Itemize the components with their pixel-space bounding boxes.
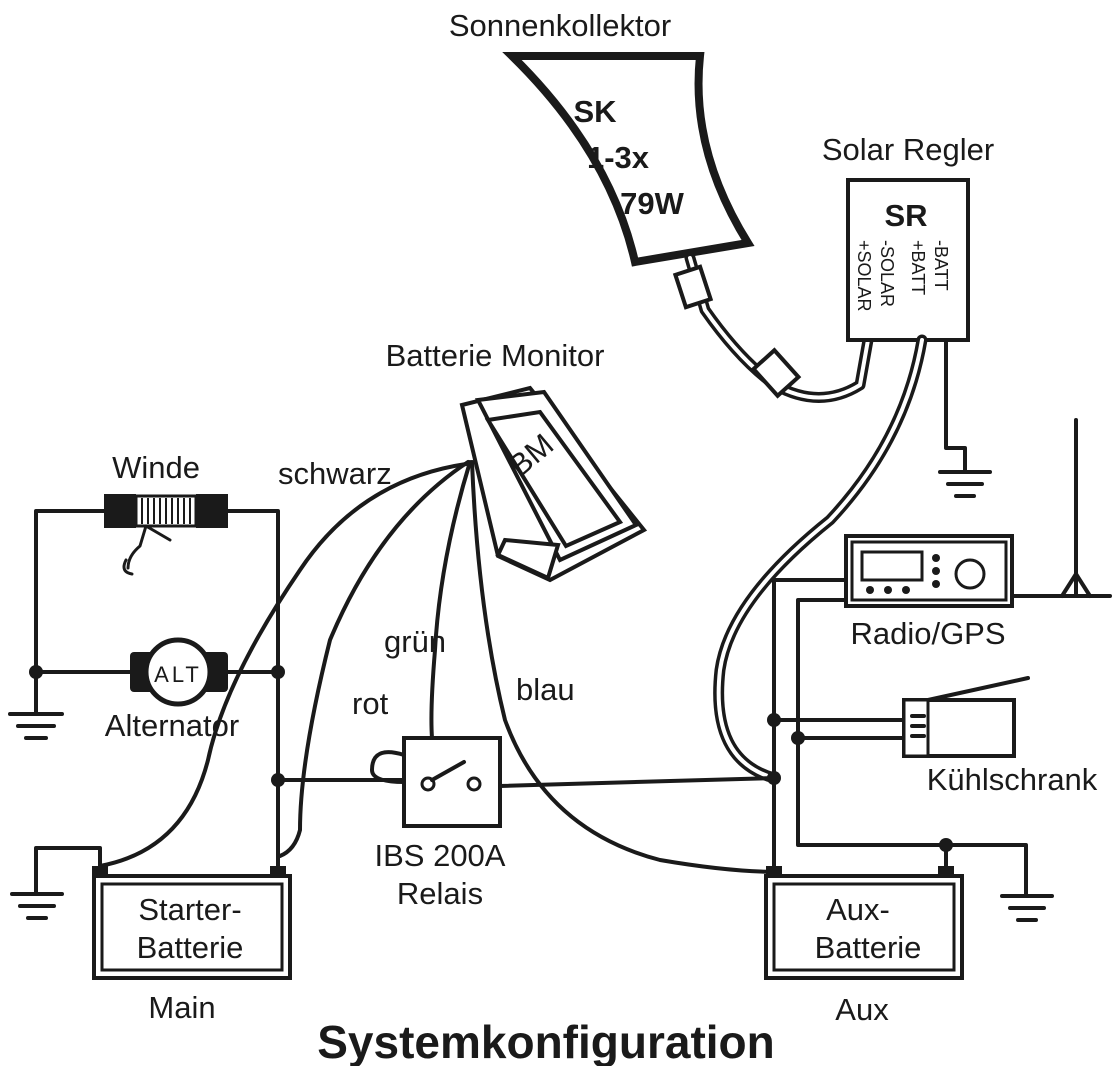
- solar-regulator-code: SR: [884, 198, 927, 233]
- alternator-label: Alternator: [105, 708, 239, 743]
- winch-right-wire: [226, 509, 280, 872]
- ground-symbol-starter: [10, 892, 64, 920]
- monitor-red-wire: [278, 460, 470, 858]
- terminal-minus-batt: -BATT: [931, 240, 951, 291]
- diagram-title: Systemkonfiguration: [317, 1016, 775, 1066]
- wire-label-black: schwarz: [278, 456, 392, 491]
- winch: [104, 494, 228, 576]
- aux-ground-trunk-wire: [796, 598, 1028, 896]
- terminal-plus-batt: +BATT: [908, 240, 928, 295]
- ground-symbol-aux: [1000, 894, 1054, 922]
- alternator: [130, 637, 228, 707]
- radio-gps: [844, 534, 1014, 608]
- aux-battery-line1: Aux-: [826, 892, 890, 927]
- fridge: [902, 676, 1030, 758]
- wire-label-red: rot: [352, 686, 389, 721]
- junction-right-top: [271, 665, 285, 679]
- starter-battery: [92, 866, 292, 980]
- alternator-code: ALT: [154, 662, 202, 687]
- solar-panel-power: 79W: [620, 186, 684, 221]
- solar-regulator-label: Solar Regler: [822, 132, 994, 167]
- relay-label-line1: IBS 200A: [375, 838, 506, 873]
- terminal-minus-solar: -SOLAR: [877, 240, 897, 307]
- junction-main: [271, 773, 285, 787]
- regulator-ground-wire: [944, 338, 967, 472]
- solar-regulator: [846, 178, 970, 342]
- fridge-wire: [772, 718, 906, 740]
- wire-label-blue: blau: [516, 672, 575, 707]
- solar-connector-1: [672, 264, 714, 310]
- terminal-plus-solar: +SOLAR: [854, 240, 874, 312]
- wire-label-green: grün: [384, 624, 446, 659]
- junction-left-top: [29, 665, 43, 679]
- ground-symbol-regulator: [938, 470, 992, 498]
- aux-battery: [764, 866, 964, 980]
- aux-trunk-wire: [772, 578, 848, 872]
- relay-switch-icon: [420, 760, 482, 792]
- monitor-green-wire: [429, 460, 472, 740]
- battery-monitor-label: Batterie Monitor: [386, 338, 605, 373]
- starter-battery-line1: Starter-: [138, 892, 241, 927]
- junction-fridge-neg: [791, 731, 805, 745]
- ground-symbol-alternator: [8, 712, 64, 740]
- starter-ground-wire: [34, 846, 102, 894]
- junction-aux-main: [767, 771, 781, 785]
- aux-battery-caption: Aux: [835, 992, 889, 1027]
- solar-panel-label: Sonnenkollektor: [449, 8, 671, 43]
- monitor-blue-wire: [470, 460, 782, 874]
- fridge-label: Kühlschrank: [927, 762, 1098, 797]
- junction-fridge-pos: [767, 713, 781, 727]
- relay-label-line2: Relais: [397, 876, 483, 911]
- starter-battery-caption: Main: [148, 990, 215, 1025]
- winch-label: Winde: [112, 450, 200, 485]
- aux-battery-line2: Batterie: [815, 930, 922, 965]
- battery-monitor: [459, 385, 648, 583]
- radio-gps-label: Radio/GPS: [850, 616, 1005, 651]
- relay: [402, 736, 502, 828]
- regulator-batt-wire-inner: [716, 338, 924, 780]
- starter-battery-line2: Batterie: [137, 930, 244, 965]
- solar-panel-code: SK: [573, 94, 617, 129]
- relay-control-loop: [370, 750, 406, 784]
- solar-connector-2: [750, 347, 802, 399]
- solar-panel-count: 1-3x: [587, 140, 650, 175]
- relay-to-aux-wire: [498, 776, 776, 788]
- junction-aux-ground: [939, 838, 953, 852]
- monitor-black-wire: [98, 462, 468, 868]
- antenna-icon: [1060, 418, 1092, 598]
- winch-left-wire: [34, 509, 106, 674]
- solar-panel: [502, 52, 755, 267]
